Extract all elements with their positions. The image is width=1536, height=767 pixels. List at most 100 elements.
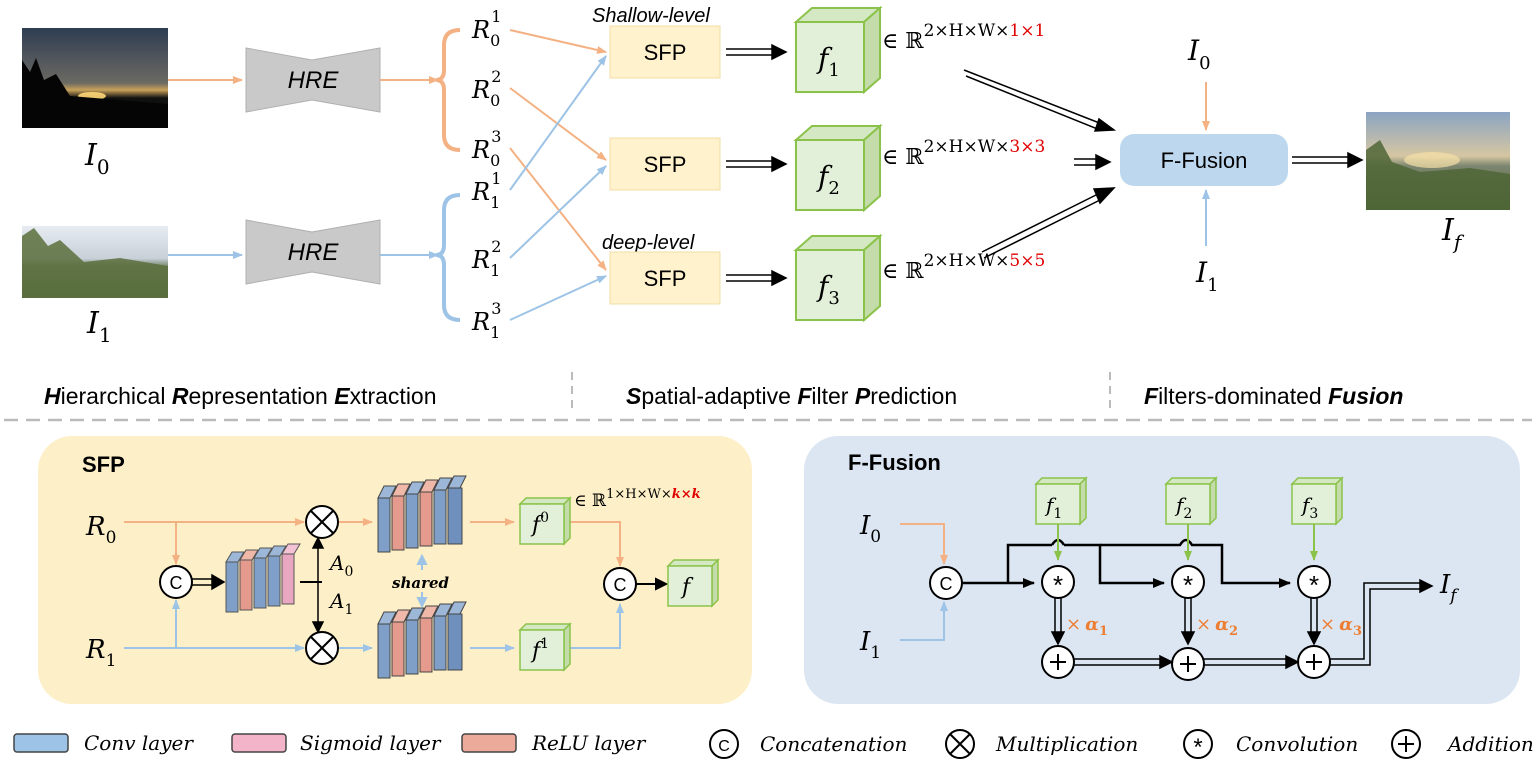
salmon-box-icon <box>461 733 517 753</box>
legend-convolution: * Convolution <box>1183 729 1358 761</box>
ffp-filter-cube-f2: f2 <box>1164 476 1218 526</box>
filter-cube-f1: f1 <box>793 5 883 95</box>
svg-text:Sigmoid layer: Sigmoid layer <box>300 731 442 755</box>
legend-relu: ReLU layer <box>461 731 647 755</box>
convolution-icon <box>1183 729 1213 759</box>
svg-text:Conv layer: Conv layer <box>84 731 194 755</box>
ffusion-to-output-arrow <box>1292 151 1364 169</box>
svg-text:C: C <box>940 574 953 594</box>
svg-text:F-Fusion: F-Fusion <box>1161 148 1248 173</box>
ffp-convolution-node-2: * <box>1171 565 1205 600</box>
r0-2-label: R02 <box>471 67 501 110</box>
svg-text:SFP: SFP <box>644 152 687 177</box>
r-to-sfp-arrows <box>509 29 607 321</box>
sfp-box-1: SFP <box>609 25 721 79</box>
shared-double-arrow <box>416 553 428 609</box>
r0-1-label: R01 <box>471 7 501 50</box>
svg-text:ReLU layer: ReLU layer <box>531 731 647 755</box>
i1-label: I1 <box>86 306 112 347</box>
ffusion-panel-title: F-Fusion <box>848 450 941 475</box>
r1-1-label: R11 <box>471 169 501 212</box>
concat-icon <box>709 729 739 759</box>
sfp-concat-node: C <box>159 565 193 599</box>
svg-text:SFP: SFP <box>644 40 687 65</box>
alpha-2-label: ×α2 <box>1196 614 1238 639</box>
hre-encoder-top: HRE <box>245 47 381 113</box>
output-image-if <box>1366 112 1510 210</box>
ffusion-i1-label: I1 <box>1195 256 1219 296</box>
r1-2-label: R12 <box>471 237 501 280</box>
filters-to-ffusion-arrows <box>963 69 1117 259</box>
input-image-i0 <box>22 28 168 128</box>
shared-label: shared <box>392 574 450 592</box>
sfp-output-concat-node: C <box>603 567 637 601</box>
sfp-multiply-node-top <box>305 505 339 539</box>
sfp-attention-layer-stack <box>225 543 301 613</box>
svg-text:HRE: HRE <box>288 67 340 94</box>
svg-text:Addition: Addition <box>1446 732 1534 756</box>
sfp-output-cube-f: f <box>666 558 720 608</box>
legend-conv: Conv layer <box>13 731 194 755</box>
i0-label: I0 <box>84 138 110 179</box>
ffp-i0-label: I0 <box>859 511 881 547</box>
svg-text:Multiplication: Multiplication <box>995 732 1138 756</box>
svg-text:C: C <box>170 573 183 593</box>
legend-sigmoid: Sigmoid layer <box>231 731 442 755</box>
filter-cube-f3: f3 <box>793 233 883 323</box>
input-image-i1 <box>22 226 168 298</box>
sfp-to-filter-arrows <box>726 43 788 287</box>
filter-cube-f2: f2 <box>793 123 883 213</box>
svg-text:C: C <box>614 575 627 595</box>
svg-text:*: * <box>1053 570 1063 600</box>
legend-concatenation: C Concatenation <box>709 729 907 759</box>
ffusion-i0-label: I0 <box>1187 34 1211 74</box>
ffp-concat-node: C <box>929 566 963 600</box>
svg-text:*: * <box>1183 570 1193 600</box>
ffp-filter-cube-f1: f1 <box>1034 476 1088 526</box>
ffp-addition-node-3 <box>1297 645 1331 679</box>
pink-box-icon <box>231 733 287 753</box>
svg-text:*: * <box>1193 734 1202 761</box>
output-if-label: If <box>1441 213 1465 254</box>
attention-map-arrows <box>311 536 325 634</box>
shallow-level-label: Shallow-level <box>592 5 710 27</box>
sfp-r1-label: R1 <box>85 635 116 671</box>
r1-3-label: R13 <box>471 299 501 342</box>
alpha-3-label: ×α3 <box>1320 614 1362 639</box>
ffp-i1-label: I1 <box>859 627 881 663</box>
f1-dims: ∈ ℝ2×H×W×1×1 <box>882 21 1045 54</box>
sfp-flow-arrows <box>124 518 624 652</box>
legend-addition: Addition <box>1391 729 1534 759</box>
a1-label: A1 <box>328 589 353 618</box>
ffp-addition-node-2 <box>1171 647 1205 681</box>
ffp-output-label: If <box>1439 570 1459 606</box>
sfp-layer-stack-top <box>377 475 467 553</box>
legend-multiplication: Multiplication <box>945 729 1138 759</box>
brace-r0 <box>435 28 461 152</box>
ffp-convolution-node-1: * <box>1041 565 1075 600</box>
blue-box-icon <box>13 733 69 753</box>
ffp-convolution-node-3: * <box>1297 565 1331 600</box>
svg-text:SFP: SFP <box>644 266 687 291</box>
legend: Conv layer Sigmoid layer ReLU layer C Co… <box>13 729 1534 761</box>
sfp-panel <box>38 436 752 704</box>
f3-dims: ∈ ℝ2×H×W×5×5 <box>882 251 1045 284</box>
sfp-panel-title: SFP <box>82 452 125 477</box>
ffp-addition-node-1 <box>1041 645 1075 679</box>
sfp-layer-stack-bottom <box>377 601 467 679</box>
stage-label-fusion: Filters-dominated Fusion <box>1144 383 1403 409</box>
sfp-r0-label: R0 <box>85 512 116 548</box>
sfp-filter-cube-f0: f0 <box>518 496 572 546</box>
svg-text:Convolution: Convolution <box>1236 732 1358 756</box>
deep-level-label: deep-level <box>602 232 695 254</box>
f0-dims: ∈ ℝ1×H×W×k×k <box>574 487 701 511</box>
ffusion-box: F-Fusion <box>1120 134 1288 186</box>
sfp-multiply-node-bottom <box>305 631 339 665</box>
stage-label-sfp: Spatial-adaptive Filter Prediction <box>626 383 957 409</box>
stage-label-hre: Hierarchical Representation Extraction <box>44 383 437 409</box>
sfp-filter-cube-f1: f1 <box>518 622 572 672</box>
svg-text:C: C <box>718 738 730 755</box>
sfp-box-3: SFP <box>609 251 721 305</box>
hre-encoder-bottom: HRE <box>245 219 381 285</box>
